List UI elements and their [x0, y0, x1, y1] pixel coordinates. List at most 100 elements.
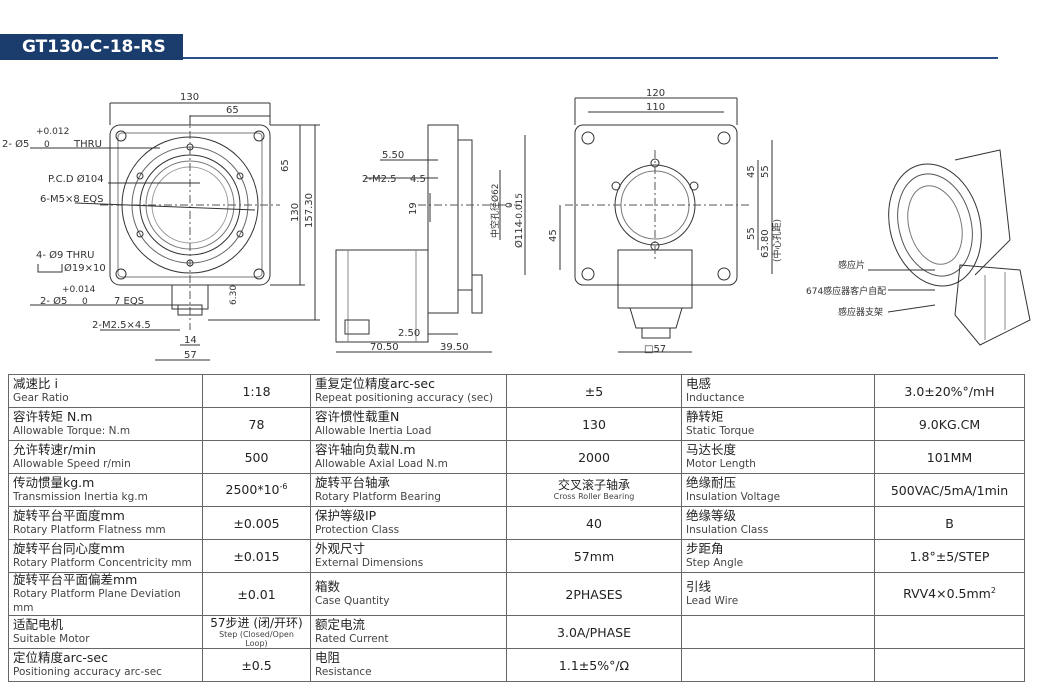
spec-value-text: 78 [248, 416, 265, 432]
cbore-label: Ø19×10 [64, 262, 106, 274]
sensor-piece-label: 感应片 [838, 259, 865, 271]
spec-value: 57mm [506, 539, 682, 573]
spec-label-en: Lead Wire [686, 595, 739, 607]
hole2-tol-top: +0.014 [62, 285, 96, 295]
spec-value-text: 3.0±20%°/mH [904, 383, 995, 399]
spec-value [874, 648, 1025, 682]
spec-label-zh: 适配电机 [13, 617, 64, 632]
m5-label: 6-M5×8 EQS [40, 194, 103, 205]
spec-label-zh: 保护等级IP [315, 508, 377, 523]
title-underline [183, 57, 998, 59]
spec-label-zh: 减速比 i [13, 376, 58, 391]
spec-value-text: ±0.015 [233, 548, 280, 564]
spec-label-zh: 步距角 [686, 541, 724, 556]
spec-label-zh: 容许轴向负载N.m [315, 442, 416, 457]
center-note: (中心孔距) [771, 219, 783, 262]
spec-value: 101MM [874, 440, 1025, 474]
dim-250: 2.50 [398, 328, 420, 339]
spec-label-en: Rotary Platform Concentricity mm [13, 557, 192, 569]
spec-value: 500 [202, 440, 311, 474]
spec-value-text: 1.1±5%°/Ω [558, 657, 630, 673]
d114: Ø114 [513, 221, 525, 248]
spec-value-main: 交叉滚子轴承 [557, 478, 630, 492]
spec-value: 130 [506, 407, 682, 441]
dim-14: 14 [184, 335, 197, 346]
page-title: GT130-C-18-RS [0, 34, 183, 60]
spec-value: 2500*10-6 [202, 473, 311, 507]
spec-value-text: 130 [582, 416, 606, 432]
m25-label: 2-M2.5×4.5 [92, 320, 151, 331]
spec-label-en: Repeat positioning accuracy (sec) [315, 392, 494, 404]
d114-tol-top: 0 [505, 202, 515, 208]
dim-57: 57 [184, 350, 197, 361]
spec-value-text: 3.0A/PHASE [557, 624, 631, 640]
spec-value: 2000 [506, 440, 682, 474]
spec-value-text: ±0.5 [241, 657, 272, 673]
spec-value: 1:18 [202, 374, 311, 408]
spec-label [681, 615, 875, 649]
spec-label-en: Allowable Inertia Load [315, 425, 432, 437]
spec-label-en: External Dimensions [315, 557, 424, 569]
bore-label: 中空孔径Ø62 [489, 183, 501, 238]
back-view [559, 97, 773, 353]
hole1-tol-bot: 0 [44, 140, 50, 150]
spec-label-zh: 静转矩 [686, 409, 724, 424]
spec-value: 9.0KG.CM [874, 407, 1025, 441]
spec-value-text: 40 [586, 515, 602, 531]
d114-tol-bot: -0.015 [515, 193, 525, 222]
spec-value-text: 500VAC/5mA/1min [890, 482, 1009, 498]
hole2-label: 2- Ø5 [40, 295, 67, 307]
spec-value: B [874, 506, 1025, 540]
spec-label-en: Insulation Voltage [686, 491, 781, 503]
spec-value-text: ±0.01 [237, 586, 276, 602]
side-view [335, 124, 526, 353]
spec-value-text: ±0.005 [233, 515, 280, 531]
spec-value: ±0.005 [202, 506, 311, 540]
spec-value-sup: 2 [990, 586, 996, 596]
spec-value: 78 [202, 407, 311, 441]
spec-value-main: 57步进 (闭/开环) [210, 615, 303, 630]
sensor-bracket-label: 感应器支架 [838, 306, 883, 318]
spec-value: 1.1±5%°/Ω [506, 648, 682, 682]
dim-120: 120 [646, 88, 665, 99]
spec-label-en: Positioning accuracy arc-sec [13, 666, 162, 678]
spec-label-zh: 额定电流 [315, 617, 366, 632]
hole4-label: 4- Ø9 THRU [36, 249, 94, 261]
spec-label-en: Suitable Motor [13, 633, 90, 645]
pcd-label: P.C.D Ø104 [48, 173, 104, 185]
spec-label-zh: 旋转平台平面偏差mm [13, 572, 138, 587]
table-row: 定位精度arc-sec Positioning accuracy arc-sec… [8, 648, 1025, 682]
spec-label-en: Transmission Inertia kg.m [13, 491, 148, 503]
spec-label-en: Motor Length [686, 458, 756, 470]
spec-label-zh: 绝缘耐压 [686, 475, 737, 490]
front-view [30, 102, 320, 361]
spec-label-en: Allowable Axial Load N.m [315, 458, 448, 470]
dim-630: 6.30 [229, 285, 239, 305]
title-bar: GT130-C-18-RS [0, 34, 1000, 60]
dim-19: 19 [408, 202, 419, 215]
dim-55b: 55 [746, 227, 757, 240]
dim-45b: 45 [548, 229, 559, 242]
dim-55a: 55 [760, 165, 771, 178]
spec-value-text: B [945, 515, 954, 531]
sensor-client-label: 674感应器客户自配 [806, 285, 886, 297]
spec-label-en: Rotary Platform Bearing [315, 491, 441, 503]
dim-6380: 63.80 [760, 229, 771, 258]
spec-label-en: Rotary Platform Plane Deviation mm [13, 588, 181, 614]
